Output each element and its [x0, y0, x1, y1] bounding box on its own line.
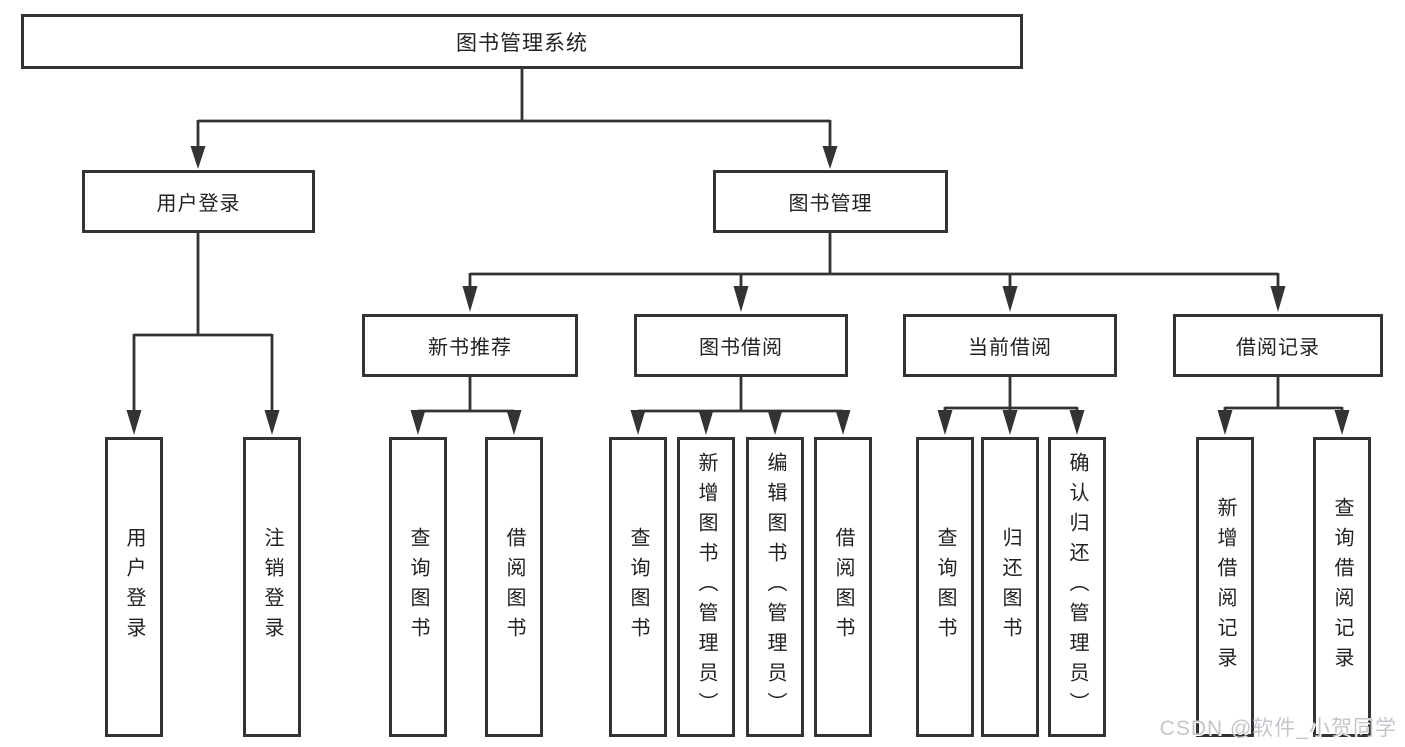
leaf-borrow-book: 借阅图书 — [814, 437, 872, 737]
leaf-confirm-return-admin: 确认归还（管理员） — [1048, 437, 1106, 737]
leaf-logout-login: 注销登录 — [243, 437, 301, 737]
leaf-user-login: 用户登录 — [105, 437, 163, 737]
leaf-add-book-admin: 新增图书（管理员） — [677, 437, 735, 737]
leaf-add-borrow-record: 新增借阅记录 — [1196, 437, 1254, 737]
node-book-borrow: 图书借阅 — [634, 314, 848, 377]
node-user-login: 用户登录 — [82, 170, 315, 233]
leaf-borrow-book-recommend: 借阅图书 — [485, 437, 543, 737]
node-current-borrow: 当前借阅 — [903, 314, 1117, 377]
node-new-book-recommend: 新书推荐 — [362, 314, 578, 377]
node-borrow-records: 借阅记录 — [1173, 314, 1383, 377]
leaf-return-book: 归还图书 — [981, 437, 1039, 737]
leaf-query-borrow-record: 查询借阅记录 — [1313, 437, 1371, 737]
node-library-system: 图书管理系统 — [21, 14, 1023, 69]
watermark: CSDN @软件_小贺同学 — [1159, 717, 1397, 740]
leaf-query-book-borrow: 查询图书 — [609, 437, 667, 737]
node-book-management: 图书管理 — [713, 170, 948, 233]
leaf-edit-book-admin: 编辑图书（管理员） — [746, 437, 804, 737]
leaf-query-book-recommend: 查询图书 — [389, 437, 447, 737]
leaf-query-book-current: 查询图书 — [916, 437, 974, 737]
